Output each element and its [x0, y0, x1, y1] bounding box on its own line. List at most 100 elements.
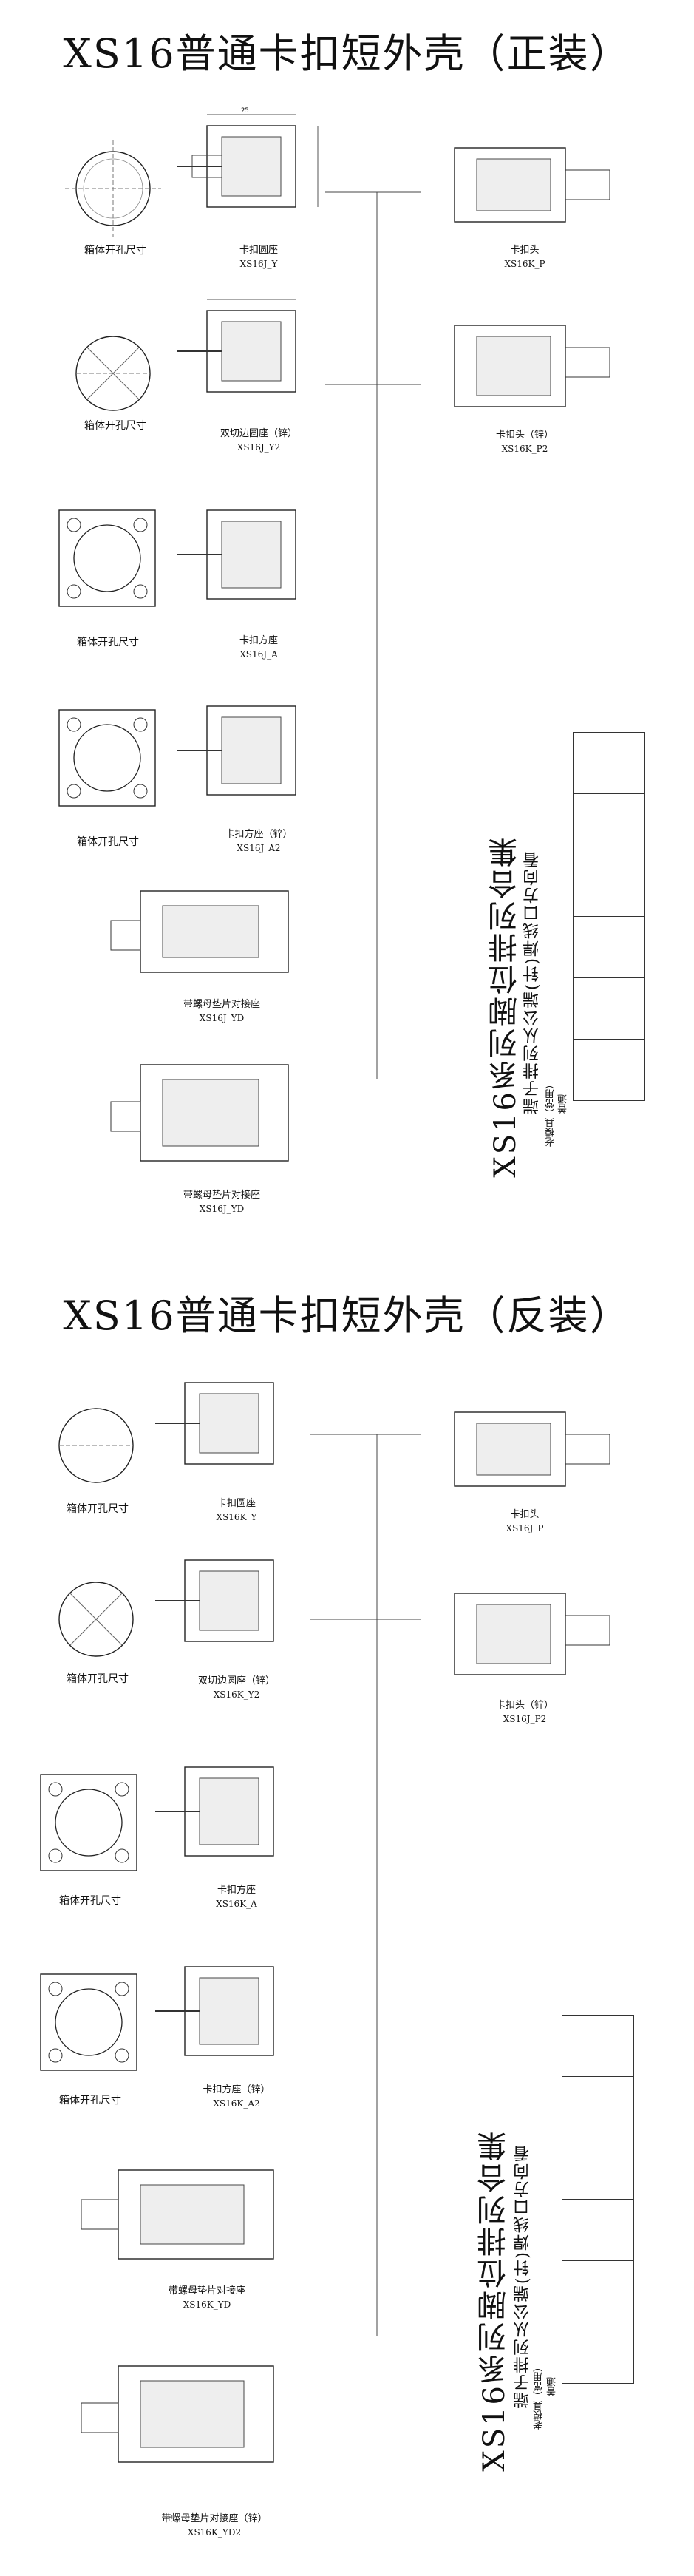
- pin-subtitle: 端子排列从公端(针)焊线口方向看: [514, 2144, 532, 2409]
- cutout-drawing: [58, 1408, 134, 1483]
- pin-cell: [573, 977, 645, 1039]
- pin-label-normal: 普通: [547, 2377, 558, 2396]
- receptacle-drawing: [155, 1382, 274, 1465]
- pin-cell: [562, 2138, 634, 2199]
- part-caption: 带螺母垫片对接座 XS16J_YD: [148, 998, 296, 1025]
- part-caption: 卡扣头 XS16K_P: [458, 244, 591, 271]
- part-caption: 卡扣头 XS16J_P: [458, 1508, 591, 1535]
- part-code: XS16J_Y2: [237, 442, 281, 453]
- part-code: XS16J_P: [506, 1523, 544, 1533]
- hole-label: 箱体开孔尺寸: [84, 420, 146, 432]
- pin-cell: [562, 2260, 634, 2322]
- part-code: XS16K_Y: [216, 1512, 257, 1522]
- pin-label-old: 老模具（常用）: [534, 2362, 545, 2430]
- square-cutout-drawing: [58, 709, 156, 807]
- pin-cell: [562, 2015, 634, 2076]
- part-name: 卡扣方座（锌）: [203, 2084, 271, 2095]
- square-cutout-drawing: [58, 509, 156, 607]
- square-receptacle-drawing: [155, 1966, 274, 2056]
- receptacle-drawing: 25: [177, 107, 319, 208]
- part-code: XS16K_A: [216, 1899, 257, 1909]
- part-caption: 卡扣圆座 XS16J_Y: [192, 244, 325, 271]
- part-code: XS16K_A2: [213, 2098, 260, 2109]
- part-caption: 带螺母垫片对接座 XS16K_YD: [126, 2285, 288, 2311]
- part-name: 双切边圆座（锌）: [197, 1675, 275, 1687]
- square-receptacle-drawing: [177, 509, 296, 600]
- part-code: XS16J_P2: [503, 1714, 547, 1724]
- hole-label: 箱体开孔尺寸: [77, 637, 139, 648]
- hole-label: 箱体开孔尺寸: [67, 1503, 129, 1515]
- pin-subtitle: 端子排列从公端(针)焊线口方向看: [523, 850, 542, 1115]
- hole-label: 箱体开孔尺寸: [84, 245, 146, 257]
- receptacle-drawing: [177, 299, 296, 393]
- pin-cell: [573, 732, 645, 793]
- part-name: 双切边圆座（锌）: [220, 428, 297, 439]
- part-caption: 卡扣方座（锌） XS16K_A2: [170, 2084, 303, 2110]
- inline-connector-drawing: [110, 1064, 289, 1162]
- pin-cell: [573, 916, 645, 977]
- square-cutout-drawing: [40, 1774, 137, 1871]
- pin-cell: [562, 2199, 634, 2260]
- part-caption: 卡扣方座 XS16K_A: [170, 1884, 303, 1911]
- cutout-drawing: [65, 140, 161, 237]
- pin-cell: [562, 2076, 634, 2138]
- hole-label: 箱体开孔尺寸: [59, 1895, 121, 1907]
- connection-lines: [325, 191, 421, 1079]
- part-caption: 卡扣头（锌） XS16J_P2: [458, 1699, 591, 1726]
- pin-title: XS16系列脚位排列合集: [477, 2129, 511, 2472]
- part-code: XS16J_A2: [237, 843, 281, 853]
- part-caption: 卡扣方座（锌） XS16J_A2: [192, 828, 325, 855]
- inline-connector-drawing: [81, 2365, 274, 2463]
- section-title-reverse: XS16普通卡扣短外壳（反装）: [63, 1292, 631, 1339]
- plug-drawing: [454, 147, 610, 223]
- square-receptacle-drawing: [177, 705, 296, 796]
- pin-layout-strip: [562, 2015, 636, 2384]
- part-name: 卡扣方座: [217, 1885, 256, 1896]
- cutout-drawing: [75, 336, 151, 411]
- part-name: 带螺母垫片对接座: [183, 999, 260, 1010]
- part-name: 卡扣头: [510, 245, 540, 256]
- part-name: 卡扣头: [510, 1509, 540, 1520]
- part-caption: 带螺母垫片对接座（锌） XS16K_YD2: [126, 2512, 303, 2539]
- plug-drawing: [454, 325, 610, 407]
- inline-connector-drawing: [110, 890, 289, 973]
- part-name: 卡扣头（锌）: [495, 1700, 554, 1711]
- square-receptacle-drawing: [155, 1766, 274, 1857]
- part-code: XS16K_P2: [501, 444, 548, 454]
- part-name: 卡扣圆座: [217, 1498, 256, 1509]
- part-caption: 卡扣头（锌） XS16K_P2: [458, 429, 591, 455]
- part-name: 卡扣方座: [239, 635, 278, 646]
- pin-cell: [573, 855, 645, 916]
- part-code: XS16K_P: [504, 259, 545, 269]
- part-code: XS16K_YD: [183, 2299, 231, 2310]
- part-caption: 带螺母垫片对接座 XS16J_YD: [148, 1189, 296, 1216]
- section-title-front: XS16普通卡扣短外壳（正装）: [63, 30, 631, 77]
- pin-cell: [562, 2322, 634, 2384]
- part-name: 卡扣圆座: [239, 245, 278, 256]
- receptacle-drawing: [155, 1559, 274, 1642]
- svg-text:25: 25: [241, 107, 249, 115]
- part-code: XS16J_YD: [199, 1013, 245, 1023]
- hole-label: 箱体开孔尺寸: [77, 836, 139, 848]
- pin-label-normal: 普通: [558, 1094, 569, 1114]
- part-name: 带螺母垫片对接座: [168, 2285, 245, 2297]
- part-name: 带螺母垫片对接座（锌）: [161, 2513, 268, 2524]
- part-code: XS16K_YD2: [187, 2527, 242, 2538]
- part-code: XS16J_A: [239, 649, 278, 660]
- cutout-drawing: [58, 1582, 134, 1657]
- pin-cell: [573, 1039, 645, 1101]
- part-caption: 双切边圆座（锌） XS16J_Y2: [192, 427, 325, 454]
- part-name: 卡扣头（锌）: [495, 430, 554, 441]
- pin-layout-strip: [573, 732, 647, 1101]
- pin-label-old: 老模具（常用）: [545, 1079, 557, 1147]
- square-cutout-drawing: [40, 1973, 137, 2071]
- part-code: XS16J_YD: [199, 1204, 245, 1214]
- part-caption: 双切边圆座（锌） XS16K_Y2: [170, 1675, 303, 1701]
- plug-drawing: [454, 1411, 610, 1487]
- part-name: 带螺母垫片对接座: [183, 1190, 260, 1201]
- plug-drawing: [454, 1593, 610, 1675]
- pin-cell: [573, 793, 645, 855]
- part-code: XS16K_Y2: [213, 1689, 260, 1700]
- part-caption: 卡扣方座 XS16J_A: [192, 634, 325, 661]
- hole-label: 箱体开孔尺寸: [67, 1673, 129, 1685]
